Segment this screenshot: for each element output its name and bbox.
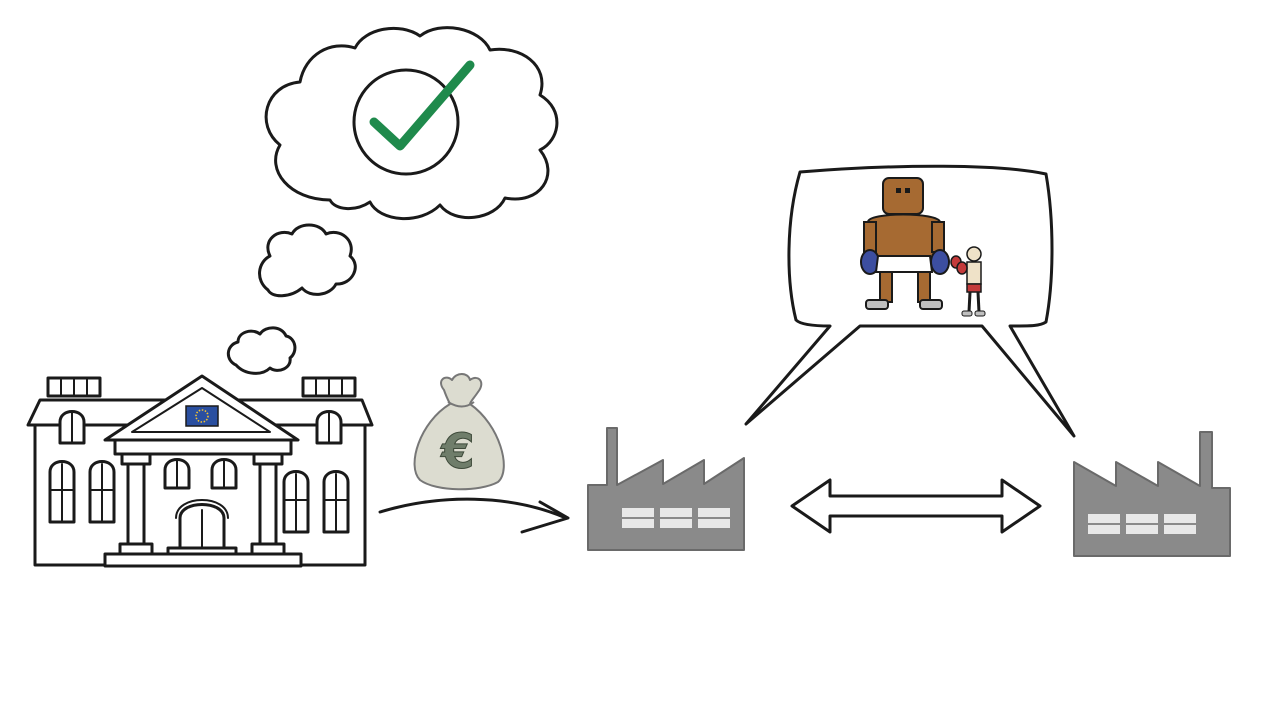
factory-icon xyxy=(1073,431,1231,557)
factory-icon xyxy=(587,427,745,551)
speech-bubble-icon xyxy=(744,164,1076,438)
check-circle xyxy=(352,68,460,176)
boxing-giant-icon xyxy=(860,177,950,310)
eu-flag xyxy=(185,405,219,427)
money-bag-icon: € xyxy=(413,373,505,491)
money-symbol: € xyxy=(440,424,474,480)
arrow-right-icon xyxy=(378,497,570,534)
thought-cloud-icon xyxy=(226,26,559,375)
factory-left xyxy=(587,427,745,551)
checkmark-icon xyxy=(369,60,475,151)
double-arrow-icon xyxy=(790,478,1042,534)
thought-cloud-medium xyxy=(258,223,357,298)
thought-cloud-small xyxy=(226,326,297,375)
factory-right xyxy=(1073,431,1231,557)
boxing-small-figure-icon xyxy=(950,246,986,317)
eu-building-icon xyxy=(26,374,374,568)
